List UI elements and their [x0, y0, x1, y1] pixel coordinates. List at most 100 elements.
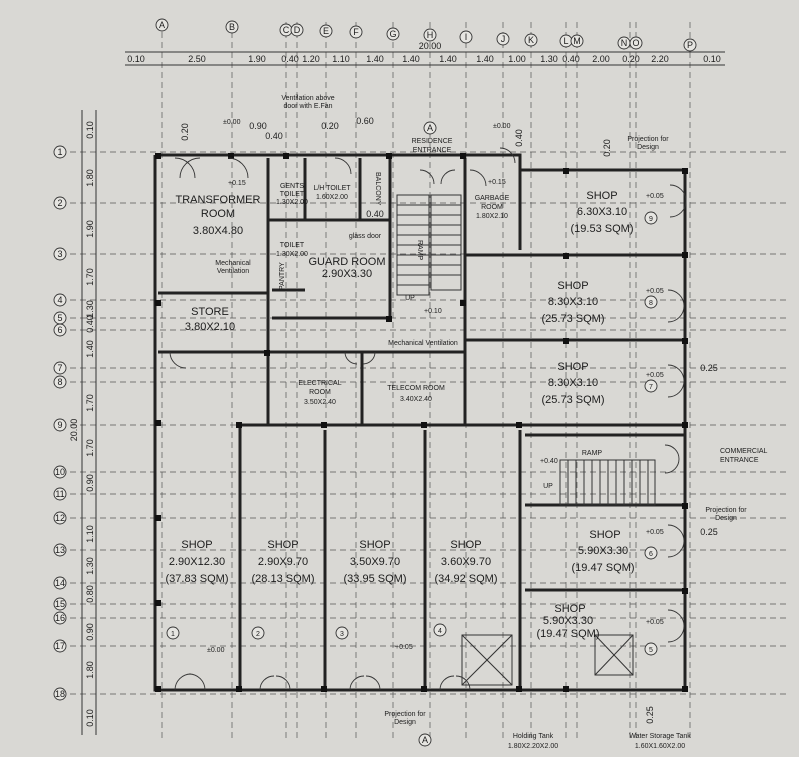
dimension-value: 1.30: [540, 54, 558, 64]
room-name: SHOP: [589, 529, 620, 541]
section-mark: A: [422, 735, 428, 745]
grid-bubble: H: [423, 28, 437, 42]
level-marker: +0.05: [646, 529, 664, 536]
grid-bubble: 1: [53, 145, 67, 159]
walls: [153, 153, 687, 692]
shop-number: 3: [340, 631, 344, 638]
shop-number-bubble: 8: [644, 295, 658, 309]
room-name: ROOM: [309, 389, 331, 396]
grid-bubble: P: [683, 38, 697, 52]
room-size: 1.80X2.10: [476, 213, 508, 220]
dimension-value: 1.30: [85, 300, 95, 318]
grid-row-label: 13: [55, 545, 65, 555]
grid-bubble: 9: [53, 418, 67, 432]
room-size: 1.30X2.00: [276, 199, 308, 206]
grid-col-label: D: [294, 25, 301, 35]
grid-col-label: A: [159, 20, 165, 30]
grid-bubble: K: [524, 33, 538, 47]
grid-row-label: 7: [57, 363, 62, 373]
grid-bubble: N: [617, 36, 631, 50]
room-area: (33.95 SQM): [344, 573, 407, 585]
grid-bubble: D: [290, 23, 304, 37]
projection-note: Design: [394, 719, 416, 726]
shop-number-bubble: 1: [166, 626, 180, 640]
grid-col-label: B: [229, 22, 235, 32]
room-size: 8.30X3.10: [548, 377, 598, 389]
inner-dimension: 0.20: [321, 121, 339, 131]
dimension-value: 0.80: [85, 585, 95, 603]
room-labels: TRANSFORMER ROOM 3.80X4.80 STORE 3.80X2.…: [166, 183, 635, 640]
grid-bubble: J: [496, 32, 510, 46]
room-name: SHOP: [267, 539, 298, 551]
room-name: SHOP: [557, 361, 588, 373]
shop-number: 6: [649, 551, 653, 558]
dimension-value: 2.20: [651, 54, 669, 64]
inner-dimension: 0.90: [249, 121, 267, 131]
grid-col-label: L: [563, 36, 568, 46]
room-size: 3.80X4.80: [193, 225, 243, 237]
grid-row-label: 16: [55, 613, 65, 623]
room-name: SHOP: [557, 280, 588, 292]
shop-number-bubble: 5: [644, 642, 658, 656]
grid-bubble: B: [225, 20, 239, 34]
shop-number: 5: [649, 647, 653, 654]
grid-bubble: 3: [53, 247, 67, 261]
grid-bubble: L: [559, 34, 573, 48]
room-name: GUARD ROOM: [309, 256, 386, 268]
room-size: 2.90X12.30: [169, 556, 225, 568]
dimension-value: 2.00: [592, 54, 610, 64]
dimension-value: 1.70: [85, 268, 95, 286]
dimension-value: 1.90: [85, 220, 95, 238]
stair-up-label: UP: [405, 295, 415, 302]
grid-bubble: 11: [53, 487, 67, 501]
room-area: (25.73 SQM): [542, 313, 605, 325]
dimension-total: 20.00: [419, 41, 442, 51]
grid-bubble: 16: [53, 611, 67, 625]
grid-bubble: 4: [53, 293, 67, 307]
shop-number-bubble: 4: [433, 623, 447, 637]
room-name: SHOP: [359, 539, 390, 551]
holding-tank-size: 1.80X2.20X2.00: [508, 743, 558, 750]
grid-bubble: 12: [53, 511, 67, 525]
dimension-value: 1.40: [402, 54, 420, 64]
room-area: (25.73 SQM): [542, 394, 605, 406]
grid-row-label: 2: [57, 198, 62, 208]
shop-number-bubble: 7: [644, 379, 658, 393]
grid-col-label: C: [283, 25, 290, 35]
level-marker: +0.05: [646, 619, 664, 626]
grid-bubble: F: [349, 25, 363, 39]
grid-bubble: M: [570, 34, 584, 48]
grid-row-label: 5: [57, 313, 62, 323]
room-name: ROOM: [201, 208, 235, 220]
room-name: TRANSFORMER: [176, 194, 261, 206]
grid-bubble: 7: [53, 361, 67, 375]
dimension-value: 0.40: [281, 54, 299, 64]
shop-numbers: 1 2 3 4 5 6 7 8 9: [166, 211, 658, 656]
shop-number-bubble: 3: [335, 626, 349, 640]
stair-commercial: [559, 459, 656, 506]
room-size: 3.80X2.10: [185, 321, 235, 333]
room-area: (19.47 SQM): [572, 562, 635, 574]
grid-row-label: 11: [55, 489, 64, 499]
grid-bubble: O: [629, 36, 643, 50]
room-size: 8.30X3.10: [548, 296, 598, 308]
dimension-total: 20.00: [69, 419, 79, 442]
grid-row-label: 14: [55, 578, 65, 588]
room-name: GENTS: [280, 183, 304, 190]
room-size: 2.90X3.30: [322, 268, 372, 280]
dimension-value: 0.40: [562, 54, 580, 64]
grid-row-label: 9: [57, 420, 62, 430]
room-name: TELECOM ROOM: [387, 385, 445, 392]
room-name: SHOP: [450, 539, 481, 551]
shop-number: 4: [438, 628, 442, 635]
room-name: SHOP: [554, 603, 585, 615]
dimension-value: 1.10: [85, 525, 95, 543]
room-area: (37.83 SQM): [166, 573, 229, 585]
room-size: 3.50X2.40: [304, 399, 336, 406]
inner-dimension: 0.60: [356, 116, 374, 126]
projection-note: Projection for: [384, 711, 426, 718]
grid-bubbles-top: A B C D E F G H I J K L M N O P: [155, 18, 697, 52]
mechanical-ventilation-note: Mechanical: [215, 260, 251, 267]
residence-entrance-label: ENTRANCE: [413, 147, 452, 154]
